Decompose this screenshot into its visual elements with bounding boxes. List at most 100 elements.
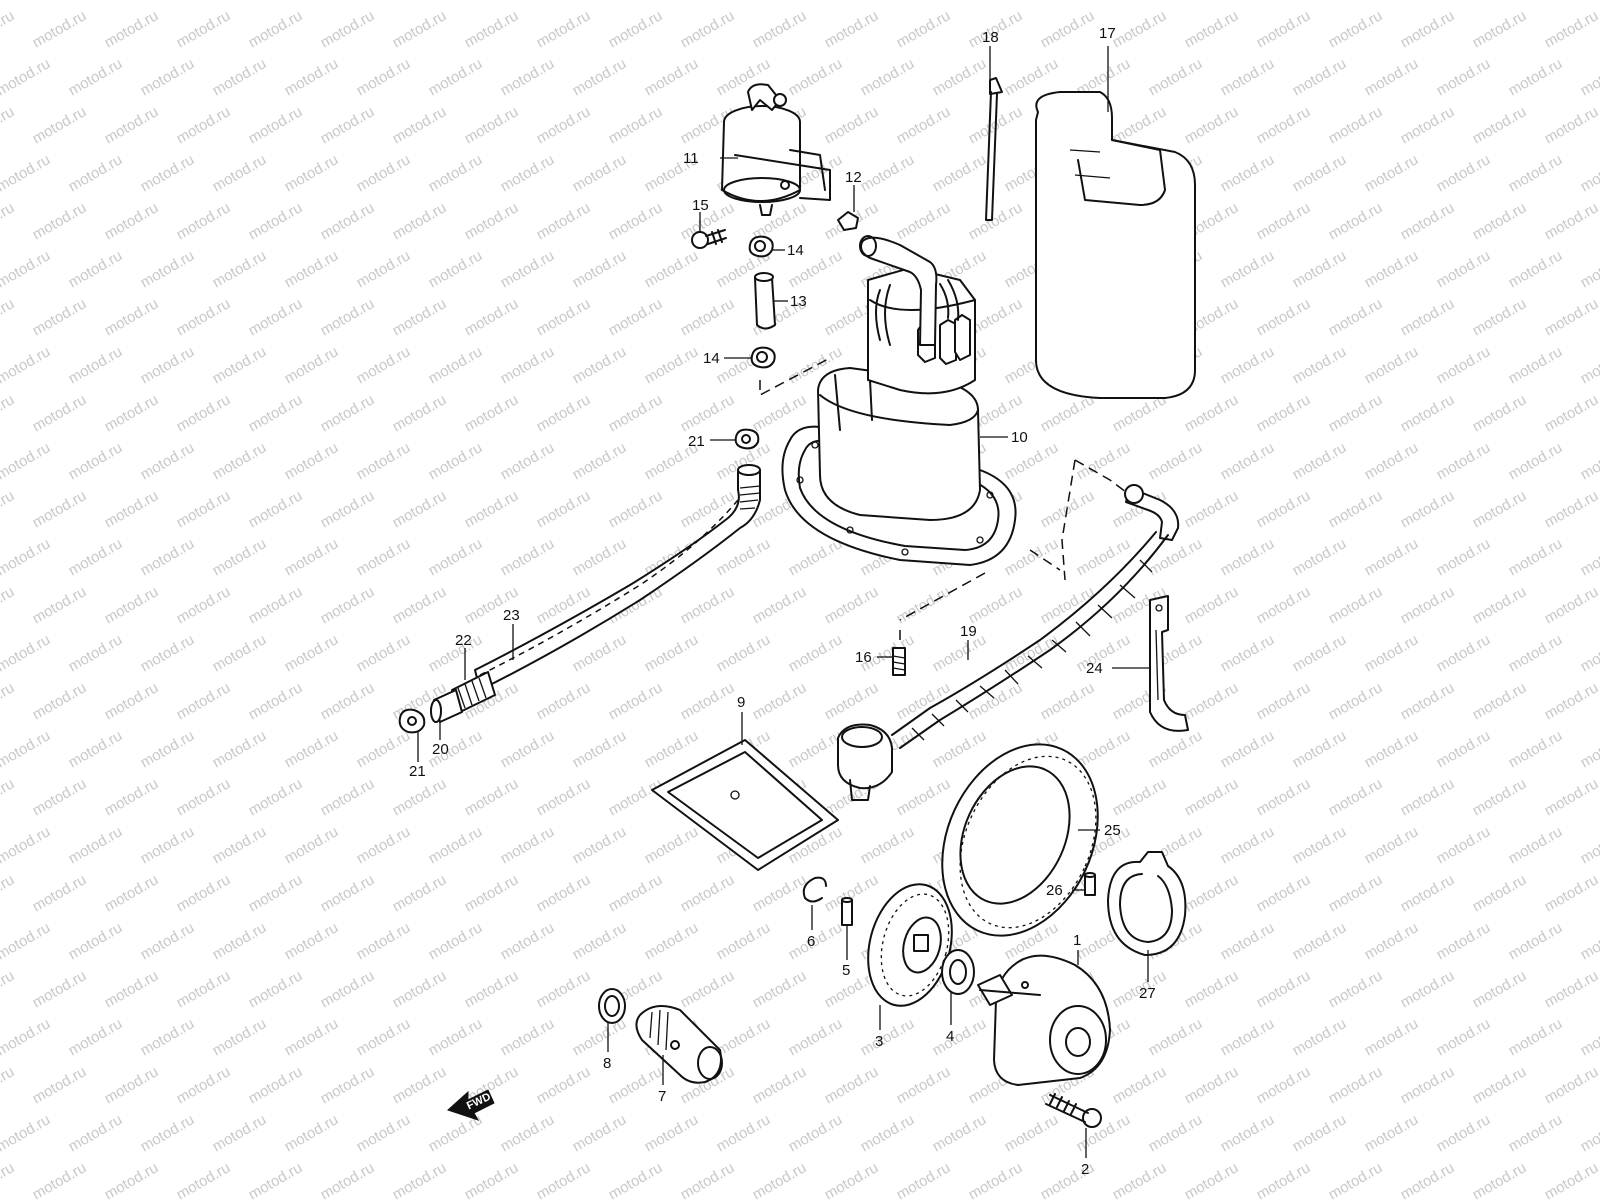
watermark-text: motod.ru [426, 1015, 486, 1059]
watermark-text: motod.ru [426, 247, 486, 291]
part-5-pin[interactable] [841, 897, 853, 926]
watermark-text: motod.ru [390, 871, 450, 915]
part-14-clamp-upper[interactable] [748, 235, 774, 258]
watermark-text: motod.ru [678, 295, 738, 339]
watermark-text: motod.ru [390, 583, 450, 627]
watermark-text: motod.ru [1398, 775, 1458, 819]
callout-6: 6 [807, 933, 815, 950]
part-19-harness[interactable] [837, 484, 1180, 801]
part-7-shaft[interactable] [635, 1005, 723, 1084]
watermark-text: motod.ru [498, 55, 558, 99]
part-17-canister[interactable] [1035, 91, 1196, 399]
part-14-clamp-lower[interactable] [750, 346, 776, 369]
watermark-text: motod.ru [894, 583, 954, 627]
watermark-text: motod.ru [66, 151, 126, 195]
part-27-circlip[interactable] [1107, 851, 1187, 956]
watermark-text: motod.ru [1146, 1111, 1206, 1155]
watermark-text: motod.ru [102, 871, 162, 915]
part-21-clamp-upper[interactable] [734, 428, 760, 450]
watermark-text: motod.ru [282, 823, 342, 867]
watermark-text: motod.ru [570, 535, 630, 579]
part-24-bracket[interactable] [1149, 595, 1189, 732]
watermark-text: motod.ru [318, 1063, 378, 1107]
watermark-text: motod.ru [1182, 103, 1242, 147]
watermark-text: motod.ru [642, 1111, 702, 1155]
watermark-text: motod.ru [102, 967, 162, 1011]
part-25-gear[interactable] [912, 719, 1127, 961]
watermark-text: motod.ru [354, 247, 414, 291]
watermark-text: motod.ru [1254, 391, 1314, 435]
part-4-washer[interactable] [941, 949, 975, 995]
watermark-text: motod.ru [282, 535, 342, 579]
part-20-fitting[interactable] [430, 689, 463, 723]
part-15-bolt[interactable] [691, 229, 727, 249]
part-18-cable-tie[interactable] [985, 77, 1003, 221]
watermark-text: motod.ru [210, 727, 270, 771]
watermark-text: motod.ru [642, 727, 702, 771]
watermark-text: motod.ru [354, 727, 414, 771]
watermark-text: motod.ru [1218, 1015, 1278, 1059]
watermark-text: motod.ru [1434, 1015, 1494, 1059]
watermark-text: motod.ru [570, 343, 630, 387]
part-16-bolt[interactable] [892, 647, 906, 676]
watermark-text: motod.ru [30, 1063, 90, 1107]
watermark-text: motod.ru [606, 775, 666, 819]
watermark-text: motod.ru [1182, 967, 1242, 1011]
callouts: 11 12 15 14 13 14 21 10 18 17 19 16 23 2… [409, 25, 1156, 1178]
watermark-text: motod.ru [462, 199, 522, 243]
part-1-housing[interactable] [977, 954, 1111, 1086]
watermark-text: motod.ru [1398, 487, 1458, 531]
watermark-text: motod.ru [390, 775, 450, 819]
watermark-text: motod.ru [1002, 1111, 1062, 1155]
part-26-pin[interactable] [1084, 872, 1096, 896]
watermark-text: motod.ru [30, 295, 90, 339]
watermark-text: motod.ru [1326, 1063, 1386, 1107]
watermark-text: motod.ru [0, 1159, 17, 1200]
callout-10: 10 [1011, 429, 1028, 446]
watermark-text: motod.ru [426, 439, 486, 483]
watermark-text: motod.ru [210, 631, 270, 675]
part-21-clamp-lower[interactable] [398, 708, 426, 734]
part-12-clip[interactable] [837, 211, 859, 231]
part-10-fuel-pump[interactable] [781, 235, 1017, 566]
part-9-gasket[interactable] [651, 739, 839, 871]
watermark-text: motod.ru [1362, 535, 1422, 579]
watermark-text: motod.ru [174, 7, 234, 51]
part-8-oring[interactable] [598, 988, 626, 1024]
watermark-text: motod.ru [1326, 487, 1386, 531]
watermark-text: motod.ru [0, 631, 53, 675]
watermark-text: motod.ru [0, 391, 17, 435]
watermark-text: motod.ru [498, 151, 558, 195]
callout-8: 8 [603, 1055, 611, 1072]
watermark-text: motod.ru [1362, 439, 1422, 483]
watermark-text: motod.ru [246, 7, 306, 51]
watermark-text: motod.ru [1434, 823, 1494, 867]
watermark-text: motod.ru [0, 1015, 53, 1059]
part-23-hose[interactable] [474, 464, 761, 691]
part-6-clip[interactable] [802, 876, 827, 903]
watermark-text: motod.ru [1362, 151, 1422, 195]
watermark-text: motod.ru [1290, 151, 1350, 195]
watermark-text: motod.ru [210, 535, 270, 579]
callout-18: 18 [982, 29, 999, 46]
watermark-text: motod.ru [1254, 103, 1314, 147]
watermark-text: motod.ru [570, 247, 630, 291]
watermark-text: motod.ru [1110, 775, 1170, 819]
watermark-text: motod.ru [1506, 151, 1566, 195]
watermark-text: motod.ru [390, 295, 450, 339]
watermark-text: motod.ru [102, 487, 162, 531]
watermark-text: motod.ru [822, 1063, 882, 1107]
part-2-screw[interactable] [1045, 1093, 1102, 1128]
part-13-hose[interactable] [754, 272, 776, 330]
watermark-text: motod.ru [1434, 151, 1494, 195]
watermark-text: motod.ru [1182, 775, 1242, 819]
watermark-text: motod.ru [714, 1111, 774, 1155]
watermark-text: motod.ru [1254, 583, 1314, 627]
part-11-fuel-filter[interactable] [721, 83, 831, 216]
callout-9: 9 [737, 694, 745, 711]
part-3-gear[interactable] [855, 875, 964, 1015]
watermark-text: motod.ru [1542, 583, 1600, 627]
watermark-text: motod.ru [498, 727, 558, 771]
callout-4: 4 [946, 1028, 954, 1045]
watermark-text: motod.ru [498, 823, 558, 867]
